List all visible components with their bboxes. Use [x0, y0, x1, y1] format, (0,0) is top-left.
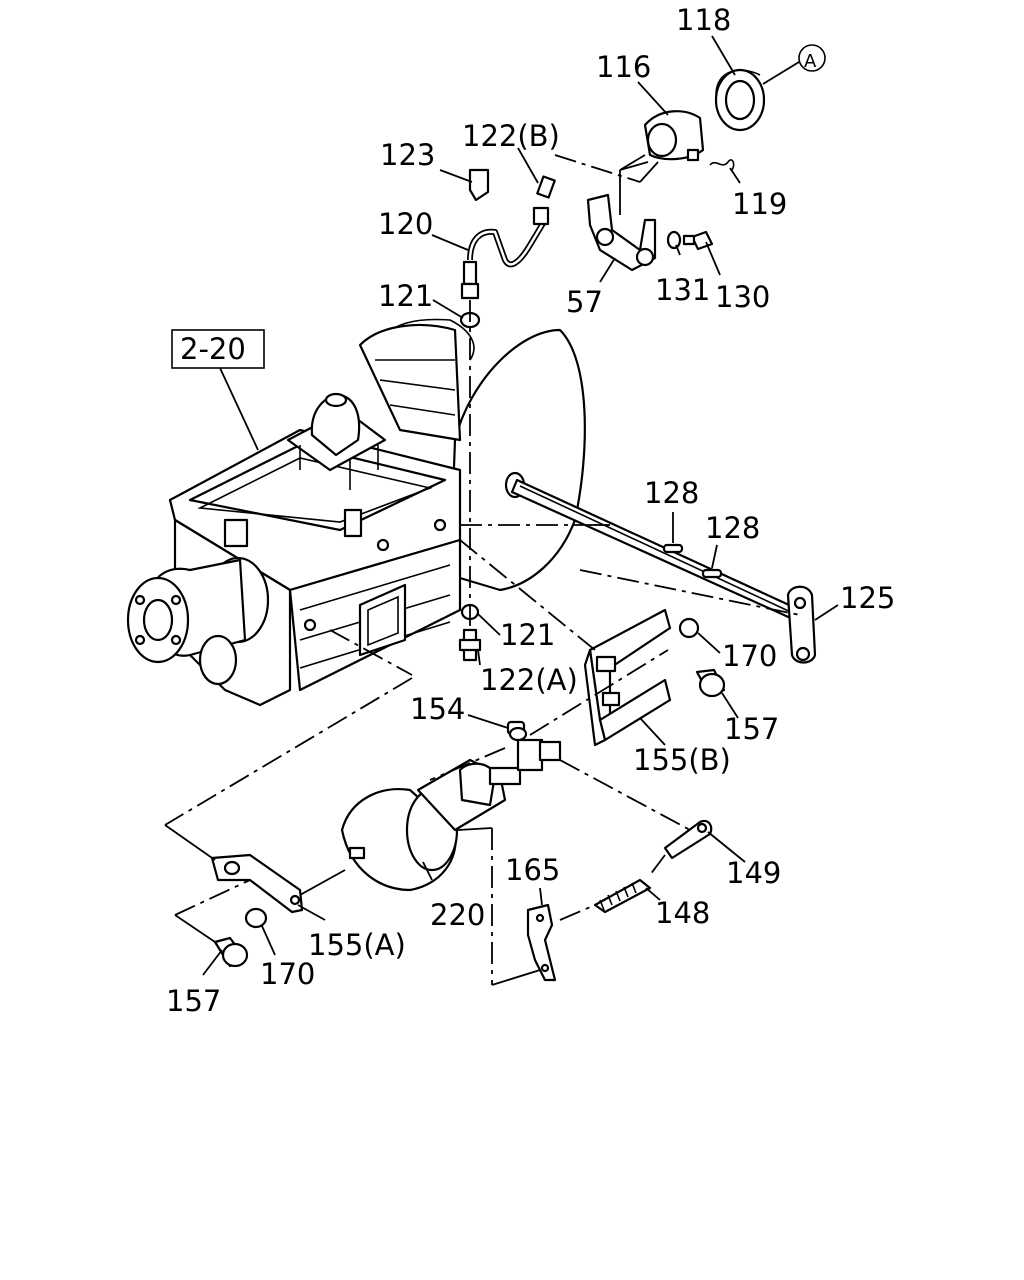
- callout-157-upper: 157: [724, 712, 779, 746]
- release-sleeve-116: [643, 110, 705, 162]
- nut-170-lower: [244, 907, 268, 929]
- circle-marker-A: A: [762, 44, 826, 85]
- callout-121-lower: 121: [500, 618, 555, 652]
- bracket-155a: [210, 853, 304, 914]
- callout-157-lower: 157: [166, 984, 221, 1018]
- callout-128-a: 128: [644, 476, 699, 510]
- spring-148: [593, 878, 652, 914]
- callout-130: 130: [715, 280, 770, 314]
- callout-220: 220: [430, 898, 485, 932]
- callout-119: 119: [732, 187, 787, 221]
- assembly-lines: [164, 154, 801, 986]
- reference-box: 2-20: [171, 329, 265, 451]
- callout-155b: 155(B): [633, 743, 731, 777]
- callout-leaders: [202, 35, 839, 976]
- callout-165: 165: [505, 853, 560, 887]
- callout-128-b: 128: [705, 511, 760, 545]
- callout-120: 120: [378, 207, 433, 241]
- washer-131: [666, 230, 682, 250]
- callout-116: 116: [596, 50, 651, 84]
- callout-122a: 122(A): [480, 663, 578, 697]
- callout-125: 125: [840, 581, 895, 615]
- lever-125: [786, 585, 817, 664]
- callout-118: 118: [676, 3, 731, 37]
- key-128-a: [662, 543, 684, 554]
- bolt-157-lower: [213, 936, 249, 968]
- spring-119: [709, 159, 735, 171]
- bracket-165: [526, 903, 557, 982]
- release-bearing-118: [714, 68, 766, 132]
- release-fork-57: [586, 161, 657, 272]
- key-128-b: [701, 568, 723, 579]
- connector-122b: [536, 175, 556, 199]
- callout-155a: 155(A): [308, 928, 406, 962]
- callout-122b: 122(B): [462, 119, 560, 153]
- callout-170-lower: 170: [260, 957, 315, 991]
- callout-57: 57: [566, 285, 603, 319]
- nut-170-upper: [678, 617, 700, 639]
- clevis-149: [663, 819, 713, 860]
- reference-box-label: 2-20: [180, 332, 246, 366]
- callout-170-upper: 170: [722, 639, 777, 673]
- callout-121-upper: 121: [378, 279, 433, 313]
- pin-154: [506, 720, 528, 742]
- callout-123: 123: [380, 138, 435, 172]
- clutch-hose-120: [460, 206, 550, 300]
- callout-131: 131: [655, 273, 710, 307]
- svg-text:A: A: [804, 51, 817, 72]
- bolt-157-upper: [695, 668, 726, 698]
- connector-122a: [458, 628, 482, 662]
- clutch-booster-220: [340, 738, 562, 892]
- callout-154: 154: [410, 692, 465, 726]
- bracket-155b: [583, 608, 672, 747]
- clip-123: [468, 168, 490, 202]
- callout-149: 149: [726, 856, 781, 890]
- callout-148: 148: [655, 896, 710, 930]
- callout-labels: 118 116 122(B) 123 119 120 57 131 130 12…: [166, 3, 895, 1018]
